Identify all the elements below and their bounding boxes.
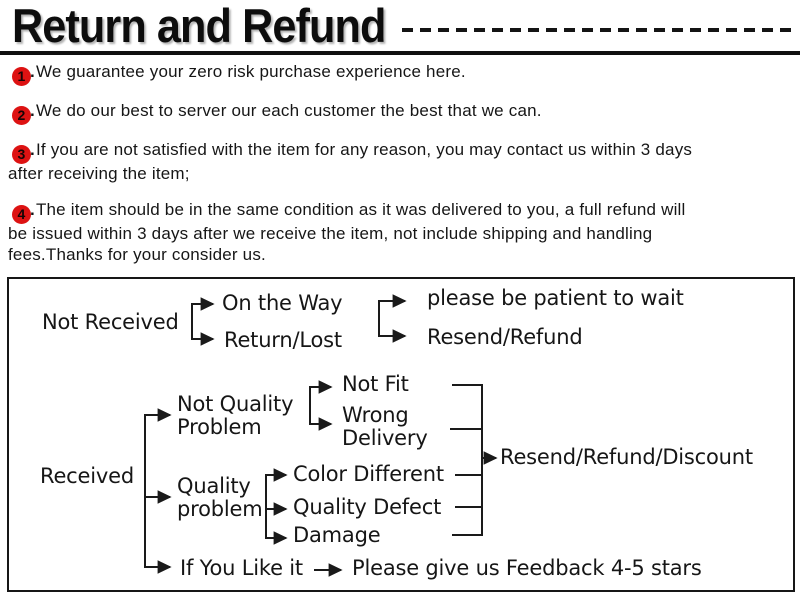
point-3-text-line-2: after receiving the item; (8, 164, 190, 183)
label-resend-refund-discount: Resend/Refund/Discount (500, 445, 753, 469)
point-2-dot: . (30, 101, 35, 120)
point-4-number-badge: 4 (12, 205, 31, 224)
point-4-text-line-3: fees.Thanks for your consider us. (8, 244, 266, 264)
point-1-dot: . (30, 62, 35, 81)
point-3-dot: . (30, 140, 35, 159)
flowchart-connectors (144, 294, 498, 577)
point-4-dot: . (30, 200, 35, 219)
point-3-number-badge: 3 (12, 145, 31, 164)
policy-point-1: 1.We guarantee your zero risk purchase e… (8, 62, 794, 86)
point-4-text-line-1: The item should be in the same condition… (35, 200, 686, 219)
label-quality-problem: Quality problem (177, 474, 263, 521)
policy-point-4: 4.The item should be in the same conditi… (8, 200, 794, 265)
point-4-text-line-2: be issued within 3 days after we receive… (8, 224, 653, 243)
page-title: Return and Refund (12, 0, 386, 52)
point-2-text: We do our best to server our each custom… (35, 101, 542, 120)
label-if-you-like-it: If You Like it (180, 556, 303, 580)
point-2-number-badge: 2 (12, 106, 31, 125)
flowchart-box: Not Received On the Way Return/Lost plea… (7, 277, 795, 592)
point-3-text-line-1: If you are not satisfied with the item f… (35, 140, 693, 159)
title-dash-line (402, 28, 795, 32)
label-not-quality-problem: Not Quality Problem (177, 392, 294, 439)
point-1-text: We guarantee your zero risk purchase exp… (35, 62, 466, 81)
label-feedback: Please give us Feedback 4-5 stars (352, 556, 702, 580)
label-not-received: Not Received (42, 310, 179, 334)
policy-point-3: 3.If you are not satisfied with the item… (8, 140, 794, 185)
label-damage: Damage (293, 523, 381, 547)
label-on-the-way: On the Way (222, 291, 343, 315)
label-color-different: Color Different (293, 462, 444, 486)
label-received: Received (40, 464, 134, 488)
label-wrong-delivery: Wrong Delivery (342, 403, 428, 450)
label-resend-refund: Resend/Refund (427, 325, 583, 349)
point-1-number-badge: 1 (12, 67, 31, 86)
policy-point-2: 2.We do our best to server our each cust… (8, 101, 794, 125)
label-return-lost: Return/Lost (224, 328, 342, 352)
point-3-line-1: 3.If you are not satisfied with the item… (8, 140, 794, 164)
point-4-line-1: 4.The item should be in the same conditi… (8, 200, 794, 224)
label-quality-defect: Quality Defect (293, 495, 442, 519)
title-divider-rule (0, 51, 800, 55)
label-not-fit: Not Fit (342, 372, 409, 396)
label-be-patient: please be patient to wait (427, 286, 684, 310)
